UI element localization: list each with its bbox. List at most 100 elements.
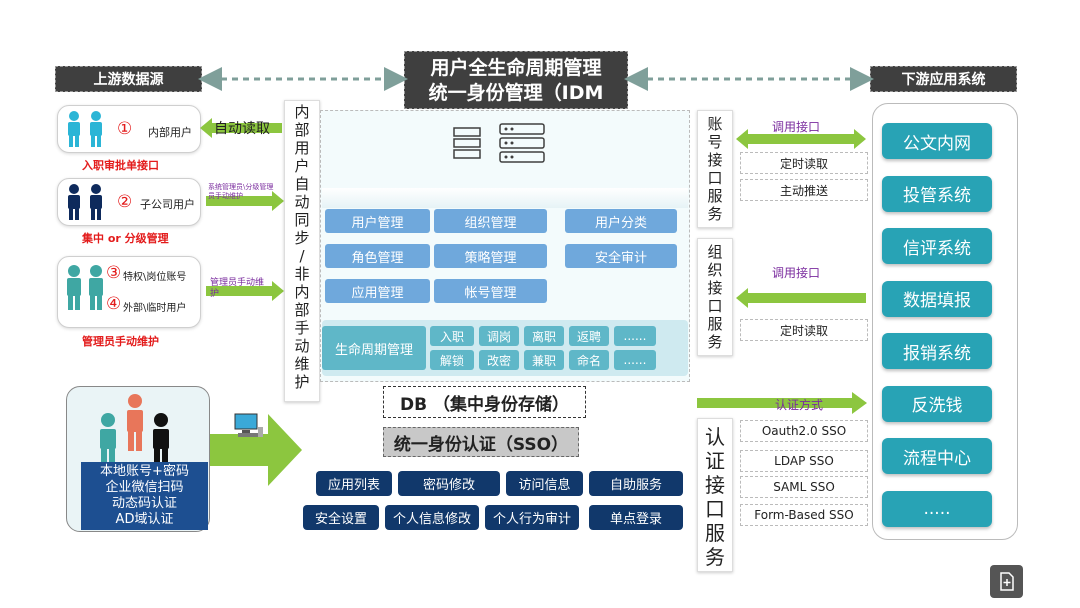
lifecycle-item[interactable]: 离职	[524, 326, 564, 346]
internal-user-label: 内部用户	[148, 126, 192, 139]
account-management-module[interactable]: 帐号管理	[434, 279, 547, 303]
sync-vertical-char: 内	[294, 103, 310, 121]
sso-profile-edit[interactable]: 个人信息修改	[385, 505, 479, 530]
sso-security-settings[interactable]: 安全设置	[303, 505, 379, 530]
sync-vertical-char: 内	[294, 283, 310, 301]
sso-password-change[interactable]: 密码修改	[398, 471, 500, 496]
user-classification-module[interactable]: 用户分类	[565, 209, 677, 233]
db-storage-label: DB （集中身份存储）	[383, 386, 586, 418]
external-label: 外部\临时用户	[123, 303, 187, 314]
sso-self-service[interactable]: 自助服务	[589, 471, 683, 496]
sync-vertical-label: 内部用户自动同步/非内部手动维护	[284, 100, 320, 402]
people-icon	[100, 394, 169, 466]
form-based-sso: Form-Based SSO	[740, 504, 868, 526]
policy-management-module[interactable]: 策略管理	[434, 244, 547, 268]
auth-method-arrow	[697, 392, 867, 414]
sync-vertical-char: 部	[294, 301, 310, 319]
downstream-app-button[interactable]: 信评系统	[882, 228, 992, 264]
downstream-app-button[interactable]: 反洗钱	[882, 385, 992, 422]
account-call-label: 调用接口	[772, 120, 821, 134]
app-management-module[interactable]: 应用管理	[325, 279, 430, 303]
sys-admin-label: 系统管理员\分级管理员手动维护	[208, 183, 274, 200]
sync-vertical-char: 同	[294, 211, 310, 229]
subsidiary-user-caption: 集中 or 分级管理	[82, 232, 169, 245]
account-service-char: 口	[707, 169, 723, 187]
sync-vertical-char: 动	[294, 337, 310, 355]
org-service-char: 服	[707, 315, 723, 333]
internal-user-icon	[68, 111, 102, 147]
downstream-header: 下游应用系统	[870, 66, 1017, 92]
sync-vertical-char: 非	[294, 265, 310, 283]
lifecycle-item[interactable]: 调岗	[479, 326, 519, 346]
auth-method-item: 动态码认证	[111, 496, 177, 511]
lifecycle-item[interactable]: 改密	[479, 350, 519, 370]
lifecycle-item[interactable]: 兼职	[524, 350, 564, 370]
account-service-char: 服	[707, 187, 723, 205]
account-timed-read: 定时读取	[740, 152, 868, 174]
auth-arrow	[210, 414, 302, 486]
idm-fade-bar	[322, 188, 688, 208]
auto-read-label: 自动读取	[214, 121, 270, 137]
downstream-app-button[interactable]: .....	[882, 490, 992, 527]
document-plus-icon[interactable]	[990, 565, 1023, 598]
org-service-vertical: 组织接口服务	[697, 238, 733, 356]
idm-title-line2: 统一身份管理（IDM	[428, 82, 604, 104]
auth-service-char: 认	[705, 425, 725, 449]
auth-method-item: 企业微信扫码	[105, 480, 184, 495]
org-service-char: 务	[707, 333, 723, 351]
lifecycle-item[interactable]: 解锁	[430, 350, 474, 370]
auth-service-char: 接	[705, 473, 725, 497]
org-call-label: 调用接口	[772, 266, 821, 280]
saml-sso: SAML SSO	[740, 476, 868, 498]
idm-title-line1: 用户全生命周期管理	[430, 57, 602, 79]
ldap-sso: LDAP SSO	[740, 450, 868, 472]
org-service-char: 口	[707, 297, 723, 315]
downstream-app-button[interactable]: 投管系统	[882, 175, 992, 212]
downstream-app-button[interactable]: 报销系统	[882, 333, 992, 369]
external-num: ④	[106, 294, 122, 314]
sso-single-sign-on[interactable]: 单点登录	[589, 505, 683, 530]
account-service-char: 账	[707, 115, 723, 133]
lifecycle-item[interactable]: ......	[614, 326, 656, 346]
lifecycle-item[interactable]: 返聘	[569, 326, 609, 346]
auth-service-char: 服	[705, 521, 725, 545]
subsidiary-user-num: ②	[117, 192, 133, 212]
oauth-sso: Oauth2.0 SSO	[740, 420, 868, 442]
auth-method-label: 认证方式	[775, 398, 824, 412]
org-management-module[interactable]: 组织管理	[434, 209, 547, 233]
lifecycle-item[interactable]: 命名	[569, 350, 609, 370]
sync-vertical-char: 维	[294, 355, 310, 373]
subsidiary-user-icon	[68, 184, 102, 220]
sso-title: 统一身份认证（SSO）	[383, 427, 579, 457]
lifecycle-item[interactable]: 入职	[430, 326, 474, 346]
sso-app-list[interactable]: 应用列表	[316, 471, 392, 496]
sso-behavior-audit[interactable]: 个人行为审计	[485, 505, 579, 530]
auth-method-item: AD域认证	[115, 512, 174, 527]
computer-icon	[234, 413, 263, 437]
sync-vertical-char: 自	[294, 175, 310, 193]
internal-user-box	[57, 105, 201, 153]
security-audit-module[interactable]: 安全审计	[565, 244, 677, 268]
org-service-char: 组	[707, 243, 723, 261]
lifecycle-items: 入职调岗离职返聘...... 解锁改密兼职命名......	[430, 326, 688, 372]
privileged-caption: 管理员手动维护	[82, 335, 159, 348]
auth-method-item: 本地账号+密码	[100, 464, 189, 479]
org-timed-read: 定时读取	[740, 319, 868, 341]
role-management-module[interactable]: 角色管理	[325, 244, 430, 268]
downstream-app-button[interactable]: 流程中心	[882, 438, 992, 474]
lifecycle-management-module[interactable]: 生命周期管理	[322, 326, 426, 370]
account-call-arrow	[736, 129, 866, 149]
document-plus-glyph	[1000, 572, 1014, 591]
account-push: 主动推送	[740, 179, 868, 201]
auth-service-char: 口	[705, 497, 725, 521]
sso-access-info[interactable]: 访问信息	[506, 471, 583, 496]
auth-service-vertical: 认证接口服务	[697, 418, 733, 572]
downstream-app-button[interactable]: 公文内网	[882, 123, 992, 159]
lifecycle-item[interactable]: ......	[614, 350, 656, 370]
downstream-app-button[interactable]: 数据填报	[882, 280, 992, 317]
sync-vertical-char: 用	[294, 139, 310, 157]
user-management-module[interactable]: 用户管理	[325, 209, 430, 233]
